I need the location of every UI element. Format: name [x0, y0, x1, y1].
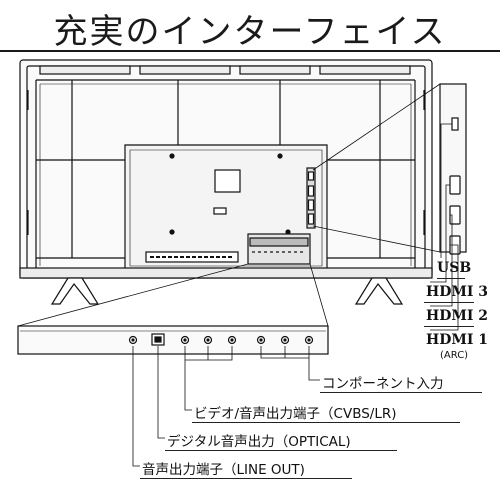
- component-label: コンポーネント入力: [322, 376, 444, 392]
- usb-underline: [437, 278, 465, 279]
- hdmi1-label: HDMI 1: [426, 332, 489, 348]
- usb-label: USB: [437, 260, 472, 276]
- video-leader: [184, 346, 233, 411]
- bottom-port-panel: [17, 325, 329, 355]
- bottom-bezel: [19, 267, 433, 279]
- bottom-zoom-lines: [17, 263, 329, 327]
- hdmi3-leader: [430, 184, 450, 283]
- vesa-slot: [213, 207, 227, 215]
- back-grid: [35, 79, 416, 270]
- hdmi1-arc-note: (ARC): [440, 350, 469, 361]
- top-rib-1: [39, 65, 131, 75]
- vesa-plate: [214, 169, 241, 193]
- top-rib-2: [139, 65, 231, 75]
- back-grid-double: [39, 83, 412, 266]
- video-label: ビデオ/音声出力端子（CVBS/LR): [194, 406, 397, 422]
- right-stand-foot: [354, 277, 404, 305]
- lineout-underline: [140, 478, 352, 479]
- hdmi2-label: HDMI 2: [426, 308, 489, 324]
- top-rib-4: [319, 65, 411, 75]
- left-stand-foot: [50, 277, 100, 305]
- component-leader: [260, 346, 320, 381]
- lineout-leader: [132, 346, 140, 467]
- tv-side-io-strip: [306, 167, 316, 229]
- hdmi1-leader: [430, 244, 459, 331]
- video-underline: [192, 422, 460, 423]
- side-zoom-lines: [312, 83, 441, 253]
- optical-underline: [165, 450, 397, 451]
- optical-label: デジタル音声出力（OPTICAL): [167, 434, 351, 450]
- center-panel-inner: [129, 149, 323, 267]
- hdmi2-leader: [430, 214, 453, 307]
- top-rib-3: [239, 65, 311, 75]
- page-title: 充実のインターフェイス: [53, 12, 447, 52]
- side-port-panel: [439, 83, 467, 253]
- usb-leader: [440, 123, 452, 258]
- hdmi2-underline: [424, 326, 474, 327]
- component-underline: [320, 392, 482, 393]
- title-underline: [0, 50, 500, 52]
- optical-leader: [157, 346, 165, 439]
- lineout-label: 音声出力端子（LINE OUT): [142, 462, 305, 478]
- hdmi3-label: HDMI 3: [426, 284, 489, 300]
- hdmi3-underline: [424, 302, 474, 303]
